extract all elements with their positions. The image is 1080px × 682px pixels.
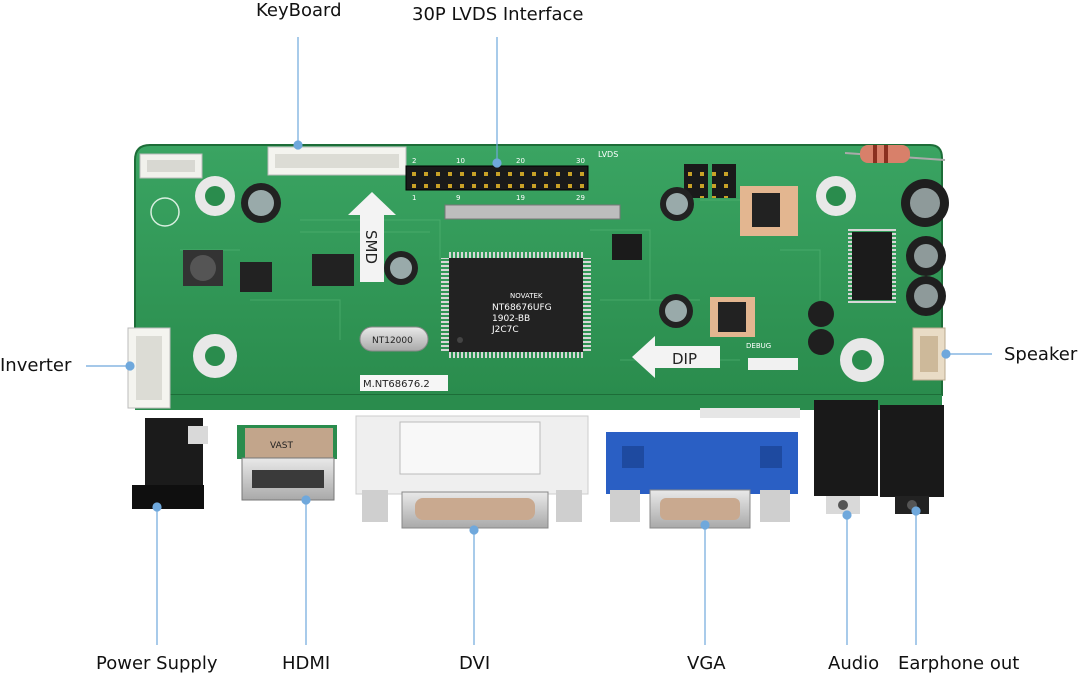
pin-mark: 20 — [516, 157, 525, 165]
label-audio: Audio — [828, 653, 880, 674]
keyboard-connector — [267, 146, 407, 176]
dip-label: DIP — [672, 350, 697, 368]
pin-mark: 19 — [516, 194, 525, 202]
power-jack — [132, 418, 208, 509]
mounting-holes — [150, 176, 884, 382]
speaker-connector — [912, 327, 946, 381]
label-keyboard: KeyBoard — [256, 0, 342, 21]
audio-jack — [814, 400, 878, 514]
chip-part: NT68676UFG — [492, 303, 552, 313]
silk-debug: DEBUG — [746, 342, 771, 350]
crystal: NT12000 — [359, 326, 429, 352]
chip-code2: J2C7C — [491, 325, 519, 335]
small-ic — [612, 234, 642, 260]
earphone-jack — [880, 405, 944, 514]
label-hdmi: HDMI — [282, 653, 331, 674]
pin-mark: 30 — [576, 157, 585, 165]
crystal-label: NT12000 — [372, 336, 413, 346]
model-label: M.NT68676.2 — [363, 379, 430, 390]
dip-arrow: DIP — [632, 336, 720, 378]
dvi-port — [355, 415, 589, 529]
label-power-supply: Power Supply — [96, 653, 218, 674]
chip-code1: 1902-BB — [492, 314, 530, 324]
hdmi-port: VAST — [237, 425, 337, 501]
capacitors — [241, 179, 949, 355]
ir-connector — [139, 153, 203, 179]
label-inverter: Inverter — [0, 355, 72, 376]
audio-amp-chip — [848, 228, 896, 304]
label-speaker: Speaker — [1004, 344, 1078, 365]
chip-brand: NOVATEK — [510, 292, 543, 300]
smd-arrow: SMD — [348, 192, 396, 282]
inverter-connector — [127, 327, 171, 409]
pin-mark: 10 — [456, 157, 465, 165]
label-dvi: DVI — [459, 653, 491, 674]
label-vga: VGA — [687, 653, 726, 674]
main-controller-chip: NOVATEK NT68676UFG 1902-BB J2C7C — [441, 252, 591, 358]
smd-label: SMD — [362, 230, 380, 264]
pin-mark: 29 — [576, 194, 585, 202]
inductor — [183, 250, 223, 286]
silk-lvds: LVDS — [598, 150, 618, 159]
silk-vga: VGA — [634, 419, 649, 427]
voltage-regulators — [240, 186, 798, 337]
pin-mark: 2 — [412, 157, 416, 165]
model-plate: M.NT68676.2 — [360, 375, 448, 391]
debug-header — [700, 358, 800, 418]
pin-mark: 9 — [456, 194, 460, 202]
lvds-header — [405, 165, 621, 220]
label-lvds: 30P LVDS Interface — [412, 4, 584, 25]
pin-mark: 1 — [412, 194, 416, 202]
vga-port — [606, 432, 798, 529]
label-earphone-out: Earphone out — [898, 653, 1020, 674]
callout-lines — [86, 37, 992, 645]
resistor — [844, 145, 946, 163]
hdmi-silk: VAST — [270, 441, 293, 451]
